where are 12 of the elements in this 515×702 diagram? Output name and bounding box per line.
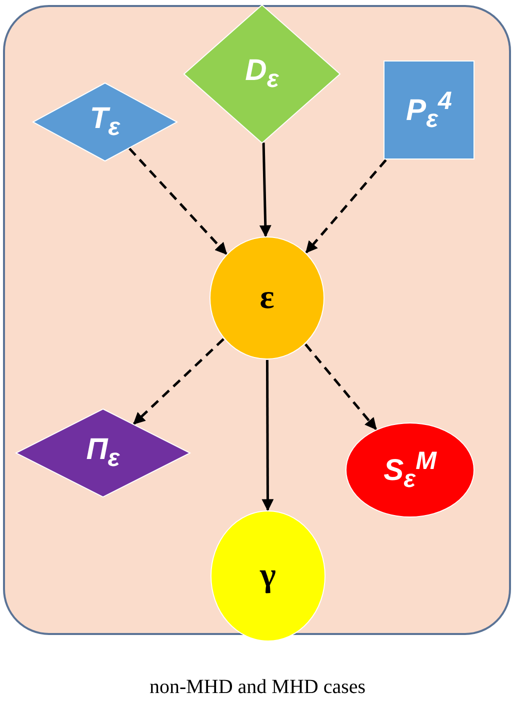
arrow [262, 360, 274, 512]
dashed-arrow [305, 159, 387, 254]
node-label: D$_{ε}$ [245, 54, 279, 94]
node-label: ε [260, 279, 274, 317]
caption: non-MHD and MHD cases [149, 676, 366, 698]
node-label: Π$_{ε}$ [86, 433, 120, 473]
node-label: γ [260, 557, 276, 595]
dashed-arrow [128, 148, 228, 255]
dashed-arrow [304, 344, 377, 430]
dashed-arrow [133, 338, 224, 425]
arrow [259, 142, 272, 238]
node-label: T$_{ε}$ [90, 102, 120, 142]
